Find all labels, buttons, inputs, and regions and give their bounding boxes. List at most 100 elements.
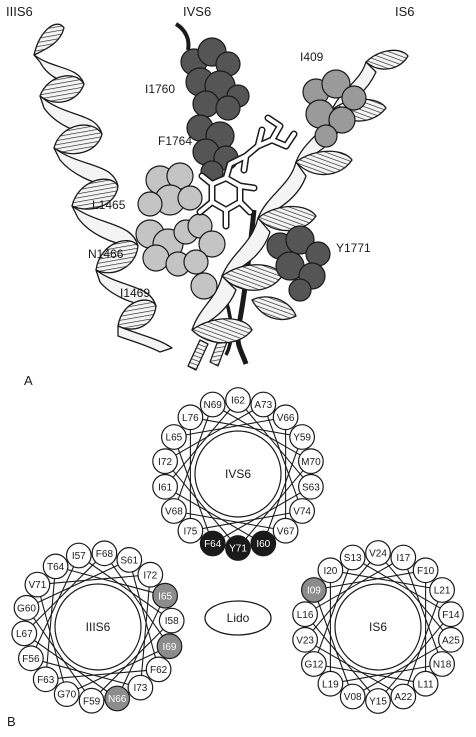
residue-label: I69 <box>163 642 177 653</box>
residue-circle <box>298 473 324 500</box>
residue-circle <box>250 530 277 557</box>
wheel-chord <box>190 510 303 532</box>
residue-circle <box>365 540 391 566</box>
label-residue-y1771: Y1771 <box>336 241 371 255</box>
residue-label: I62 <box>231 396 245 407</box>
residue-circle <box>160 498 187 524</box>
residue-label: A25 <box>442 635 460 646</box>
residue-circle <box>177 517 204 544</box>
residue-label: I72 <box>143 570 157 581</box>
wheel-chord <box>30 555 80 659</box>
residue-label: I65 <box>158 591 172 602</box>
residue-label: I58 <box>165 616 179 627</box>
wheel-chord <box>190 416 303 438</box>
label-helix-is6: IS6 <box>395 4 415 19</box>
wheel-chord <box>313 557 354 665</box>
wheel-chord <box>173 416 286 438</box>
residue-label: V67 <box>277 526 295 537</box>
wheel-chord <box>402 589 443 697</box>
residue-label: L16 <box>297 610 314 621</box>
wheel-chord <box>173 436 214 544</box>
wheel-name-label: IIIS6 <box>86 620 111 634</box>
residue-label: F64 <box>204 539 222 550</box>
residue-circle <box>250 391 277 418</box>
wheel-chord <box>164 486 264 544</box>
residue-circle <box>412 670 439 697</box>
wheel-chord <box>128 559 160 670</box>
label-residue-i409: I409 <box>300 50 324 64</box>
residue-label: M70 <box>301 457 321 468</box>
wheel-chord <box>237 460 312 549</box>
wheel-chord <box>212 404 312 462</box>
residue-label: V71 <box>29 580 47 591</box>
wheel-chord <box>164 399 239 488</box>
wheel-chord <box>262 436 303 544</box>
residue-circle <box>317 670 344 697</box>
residue-circle <box>390 683 417 710</box>
label-residue-i1760: I1760 <box>145 82 175 96</box>
residue-label: I09 <box>307 586 321 597</box>
residue-label: V68 <box>165 507 183 518</box>
residue-label: F56 <box>22 654 40 665</box>
residue-circle <box>160 424 187 450</box>
wheel-chord <box>139 574 151 688</box>
residue-circle <box>429 651 456 677</box>
wheel-chord <box>103 552 170 647</box>
residue-circle <box>104 685 131 712</box>
wheel-chord <box>330 663 443 685</box>
residue-circle <box>116 547 143 573</box>
lidocaine-molecule <box>196 114 298 230</box>
residue-label: F14 <box>442 610 460 621</box>
panel-label-b: B <box>7 714 16 729</box>
residue-label: L11 <box>418 679 434 690</box>
residue-label: Y59 <box>293 433 311 444</box>
wheel-core-circle <box>334 583 422 671</box>
wheel-chord <box>173 404 214 512</box>
residue-label: V66 <box>277 413 295 424</box>
residue-circle <box>53 681 80 707</box>
residue-label: F62 <box>150 665 168 676</box>
residue-label: S13 <box>344 553 362 564</box>
label-residue-n1466: N1466 <box>88 247 124 261</box>
residue-circle <box>438 601 464 628</box>
residue-label: S61 <box>120 556 138 567</box>
residue-label: L67 <box>16 629 33 640</box>
residue-label: I61 <box>158 482 172 493</box>
residue-label: L76 <box>182 413 199 424</box>
residue-circle <box>152 448 179 475</box>
residue-circle <box>390 544 417 571</box>
residue-circle <box>11 620 38 647</box>
residue-label: I73 <box>133 683 147 694</box>
helical-wheel-is6: IS6I17F10L21F14A25N18L11A22Y15V08L19G12V… <box>292 540 464 714</box>
label-helix-iiis6: IIIS6 <box>6 4 33 19</box>
residue-label: N66 <box>108 694 127 705</box>
residue-circle <box>24 571 51 598</box>
panel-label-a: A <box>24 373 33 388</box>
lidocaine-site-label: Lido <box>227 611 250 625</box>
residue-label: I60 <box>256 539 270 550</box>
residue-circle <box>429 577 456 603</box>
residue-circle <box>152 582 179 609</box>
residue-circle <box>156 633 183 660</box>
wheel-chord <box>36 584 68 695</box>
wheel-chord <box>23 552 105 634</box>
residue-label: G12 <box>304 660 323 671</box>
wheel-core-circle <box>54 583 142 671</box>
residue-label: A22 <box>394 692 412 703</box>
residue-spheres-l1465 <box>137 162 203 217</box>
wheel-chord <box>164 460 239 549</box>
wheel-chord <box>304 557 404 615</box>
wheel-chord <box>173 510 286 532</box>
residue-spheres-i1469 <box>183 213 226 300</box>
wheel-chord <box>237 399 312 488</box>
residue-circle <box>199 391 226 418</box>
residue-circle <box>292 601 319 628</box>
residue-circle <box>289 424 316 450</box>
wheel-chord <box>55 565 166 597</box>
residue-circle <box>412 557 439 584</box>
residue-circle <box>13 594 40 621</box>
residue-label: F63 <box>37 675 55 686</box>
residue-circle <box>298 448 324 475</box>
